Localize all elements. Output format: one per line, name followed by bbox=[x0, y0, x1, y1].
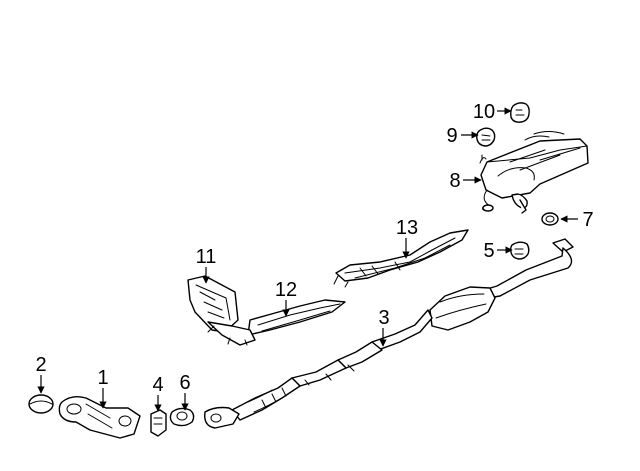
part-6-gasket bbox=[169, 407, 195, 427]
callout-9: 9 bbox=[446, 125, 457, 147]
part-10-hanger bbox=[510, 102, 530, 123]
part-1-front-pipe bbox=[58, 395, 141, 439]
callout-7: 7 bbox=[582, 209, 593, 231]
part-9-hanger bbox=[476, 127, 496, 147]
part-13-heat-shield bbox=[333, 229, 469, 288]
part-5-hanger bbox=[509, 241, 530, 260]
callout-6: 6 bbox=[179, 372, 190, 394]
callout-5: 5 bbox=[483, 240, 494, 262]
callout-1: 1 bbox=[97, 367, 108, 389]
part-3-pipe-assembly bbox=[204, 238, 574, 429]
callout-3: 3 bbox=[378, 307, 389, 329]
part-4-clamp bbox=[150, 409, 167, 437]
part-2-ring bbox=[28, 394, 54, 414]
part-11-bracket bbox=[187, 275, 256, 346]
part-7-gasket bbox=[541, 212, 559, 226]
callout-10: 10 bbox=[473, 101, 495, 123]
callout-11: 11 bbox=[196, 246, 217, 268]
leader-lines bbox=[37, 107, 578, 412]
callout-2: 2 bbox=[35, 354, 46, 376]
callout-12: 12 bbox=[275, 279, 297, 301]
callout-labels: 1 2 3 4 5 6 7 8 9 10 11 12 13 bbox=[35, 101, 593, 396]
part-8-muffler bbox=[479, 131, 589, 214]
callout-13: 13 bbox=[396, 217, 418, 239]
callout-8: 8 bbox=[449, 170, 460, 192]
callout-4: 4 bbox=[152, 374, 163, 396]
part-12-heat-shield bbox=[247, 299, 346, 336]
